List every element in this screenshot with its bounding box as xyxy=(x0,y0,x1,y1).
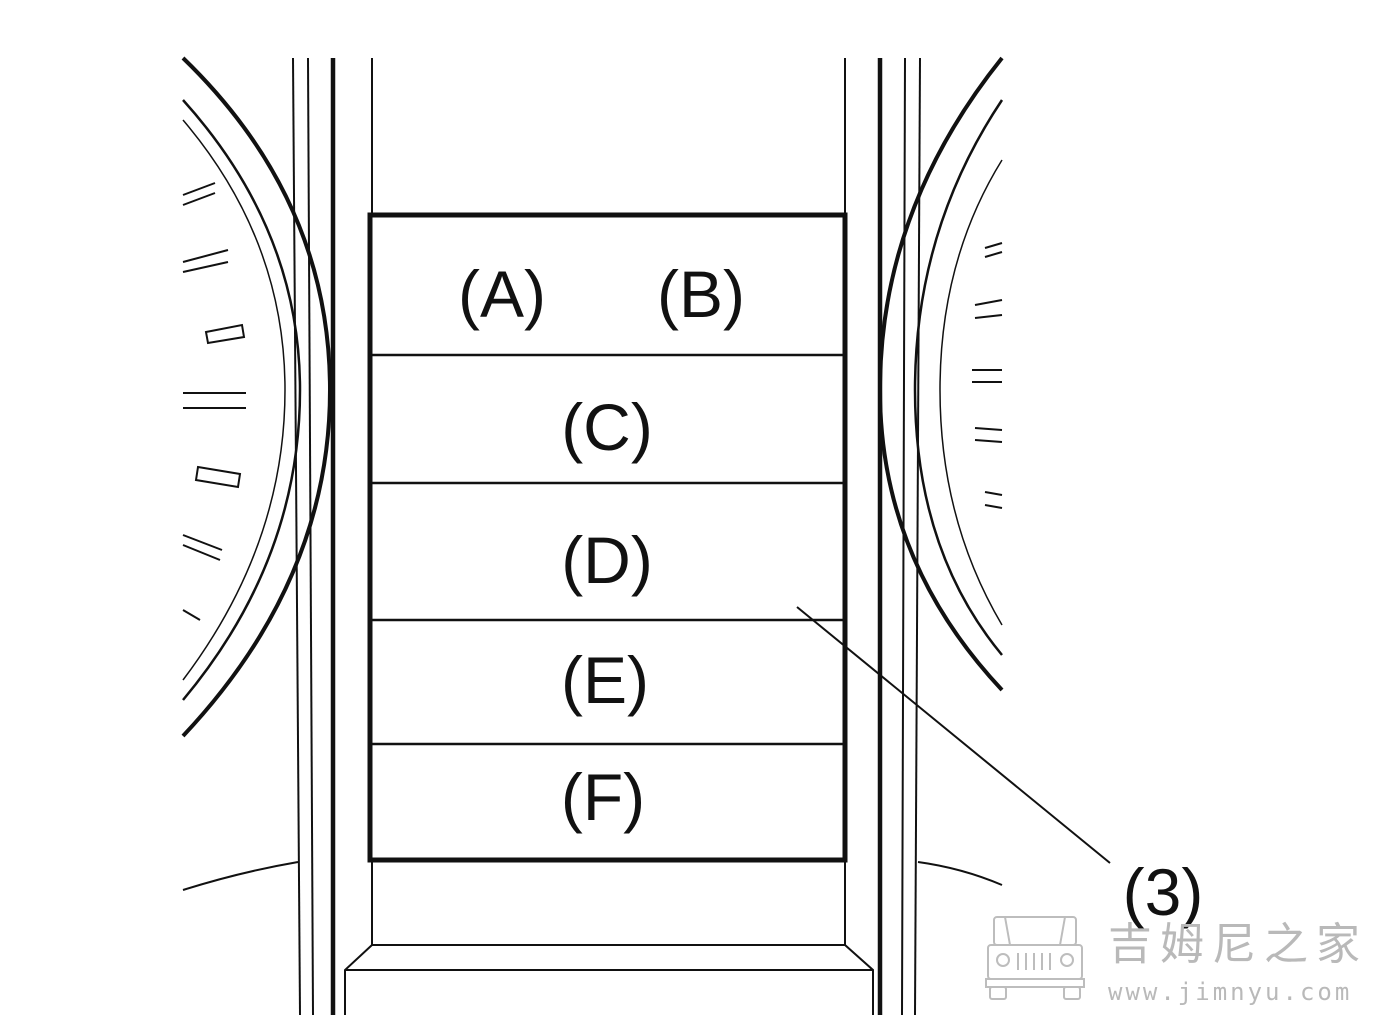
left-gauge-middle-arc xyxy=(182,99,302,701)
right-gauge-middle-arc xyxy=(913,99,1004,656)
jeep-front-icon xyxy=(985,916,1085,1000)
left-housing-curve xyxy=(182,861,299,891)
callout-label: (3) xyxy=(1123,855,1204,929)
display-panel: (A) (B) (C) (D) (E) (F) xyxy=(367,212,848,863)
left-gauge-ticks xyxy=(182,182,246,621)
segment-b-label: (B) xyxy=(657,257,745,331)
left-gauge-inner-arc xyxy=(182,119,286,681)
right-housing-curve xyxy=(917,861,1003,886)
watermark-url-text: www.jimnyu.com xyxy=(1108,978,1352,1006)
center-column xyxy=(292,57,921,1016)
left-gauge-outer-arc xyxy=(181,56,333,738)
callout-3: (3) xyxy=(796,606,1204,929)
segment-d-label: (D) xyxy=(561,523,653,597)
segment-c-label: (C) xyxy=(561,390,653,464)
callout-leader-line xyxy=(796,606,1111,864)
left-gauge xyxy=(181,56,333,891)
watermark-chinese-text: 吉姆尼之家 xyxy=(1108,919,1368,970)
display-frame xyxy=(367,212,848,863)
segment-a-label: (A) xyxy=(458,257,546,331)
right-gauge-inner-arc xyxy=(939,159,1003,626)
segment-e-label: (E) xyxy=(561,643,649,717)
right-gauge-outer-arc xyxy=(877,56,1004,692)
segment-f-label: (F) xyxy=(561,760,645,834)
watermark: 吉姆尼之家 www.jimnyu.com xyxy=(985,916,1368,1006)
right-gauge-ticks xyxy=(972,242,1003,509)
